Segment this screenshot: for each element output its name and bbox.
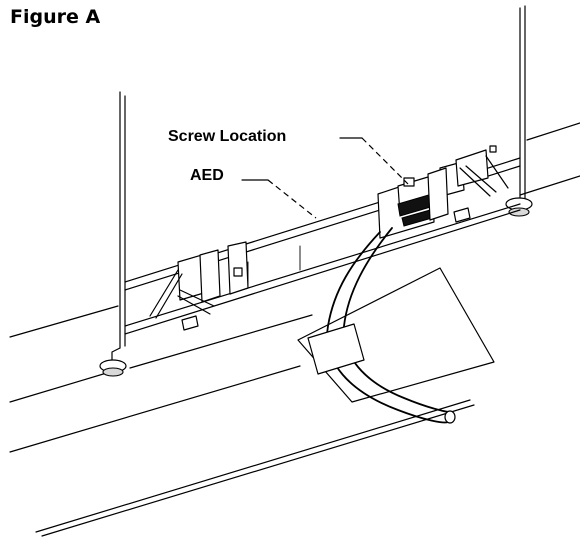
- cabinet-right-side: [505, 5, 533, 217]
- leader-lines: [241, 137, 409, 219]
- callout-aed: AED: [190, 167, 224, 184]
- aed-connector: [377, 167, 449, 239]
- callout-screw-location: Screw Location: [168, 128, 287, 145]
- left-bracket: [149, 241, 249, 331]
- cable-clamp: [307, 323, 365, 375]
- cabinet-left-side: [99, 91, 127, 377]
- floor-panel: [297, 267, 495, 403]
- floor-lines: [9, 122, 580, 537]
- figure-title: Figure A: [10, 6, 101, 28]
